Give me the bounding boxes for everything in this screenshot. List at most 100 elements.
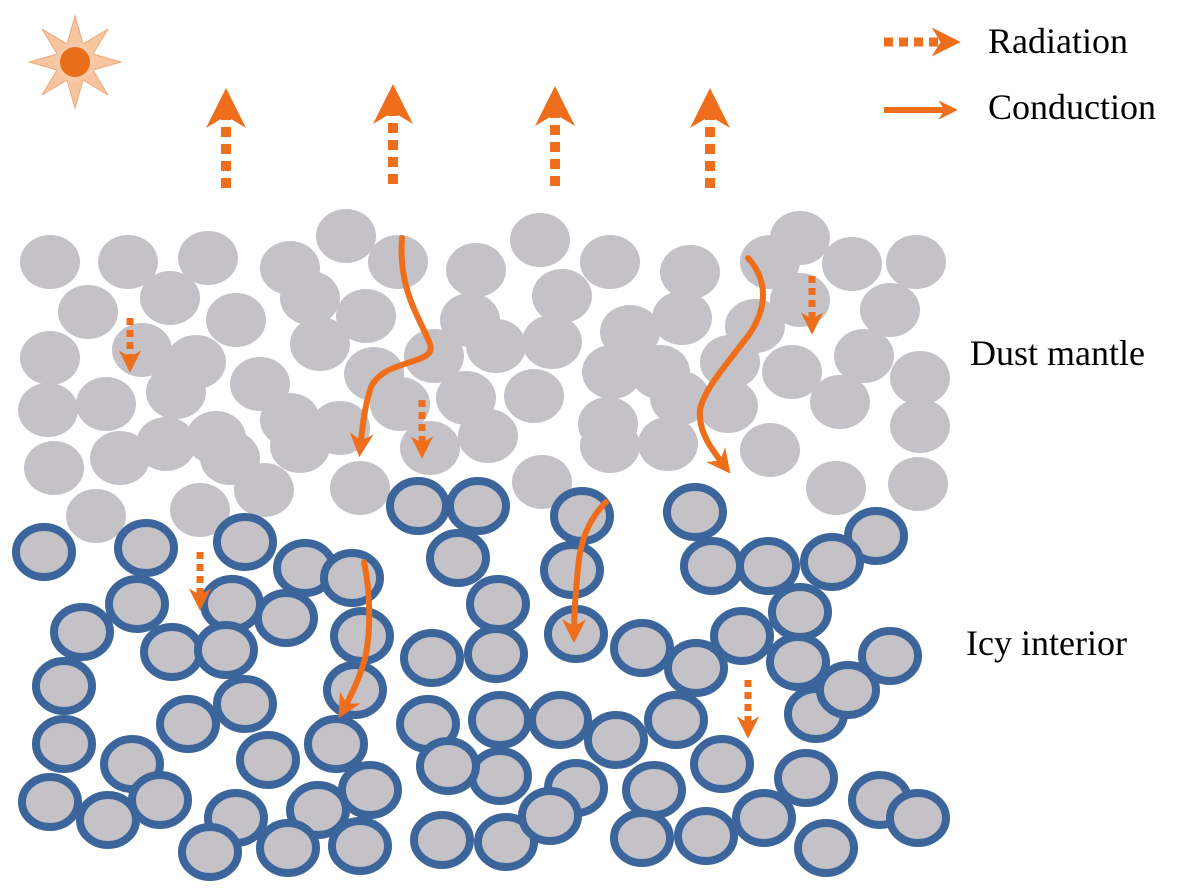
dust-grain: [762, 345, 822, 399]
ice-grain: [156, 695, 220, 753]
dust-mantle-label: Dust mantle: [970, 333, 1145, 373]
ice-grain: [410, 811, 474, 869]
ice-grain: [468, 691, 532, 749]
icy-interior-label: Icy interior: [966, 623, 1127, 663]
dust-grain: [582, 345, 642, 399]
dust-grain: [580, 419, 640, 473]
dust-grain: [234, 463, 294, 517]
dust-grain: [66, 489, 126, 543]
ice-grain: [858, 627, 922, 685]
ice-grain: [680, 537, 744, 595]
ice-grain: [12, 523, 76, 581]
ice-grain: [768, 583, 832, 641]
ice-grain: [794, 819, 858, 877]
dust-grain: [810, 375, 870, 429]
dust-grain: [522, 315, 582, 369]
dust-grain: [580, 235, 640, 289]
dust-grain: [18, 383, 78, 437]
dust-grain: [20, 331, 80, 385]
dust-grain: [532, 269, 592, 323]
dust-grain: [806, 461, 866, 515]
ice-grain: [446, 477, 510, 535]
dust-grain: [146, 365, 206, 419]
dust-grain: [890, 351, 950, 405]
dust-grain: [76, 377, 136, 431]
dust-grain: [860, 283, 920, 337]
ice-grain: [416, 737, 480, 795]
ice-grain: [610, 809, 674, 867]
dust-grain: [770, 211, 830, 265]
ice-grain: [674, 807, 738, 865]
ice-grain: [540, 541, 604, 599]
ice-grain: [256, 819, 320, 877]
legend-conduction-label: Conduction: [988, 87, 1156, 127]
ice-grain: [328, 817, 392, 875]
dust-grain: [316, 209, 376, 263]
dust-grain: [888, 457, 948, 511]
ice-grain: [236, 731, 300, 789]
dust-grain: [270, 419, 330, 473]
ice-grain: [32, 657, 96, 715]
dust-grain: [330, 461, 390, 515]
dust-grain: [140, 271, 200, 325]
dust-grain: [370, 377, 430, 431]
dust-grain: [458, 409, 518, 463]
dust-grain: [404, 329, 464, 383]
ice-grain: [468, 747, 532, 805]
dust-grain: [280, 271, 340, 325]
dust-grain: [650, 371, 710, 425]
ice-grain: [610, 619, 674, 677]
ice-grain: [736, 537, 800, 595]
ice-grain: [528, 691, 592, 749]
dust-grain: [890, 399, 950, 453]
ice-grain: [518, 787, 582, 845]
conduction-arrow: [338, 559, 373, 719]
dust-grain: [740, 423, 800, 477]
ice-grain: [584, 711, 648, 769]
ice-grain: [386, 477, 450, 535]
dust-grain: [834, 329, 894, 383]
ice-grain: [466, 575, 530, 633]
outgoing-radiation-arrows: [206, 84, 730, 188]
ice-grain: [664, 639, 728, 697]
dust-grain: [178, 231, 238, 285]
dust-grain: [98, 235, 158, 289]
ice-grain: [330, 607, 394, 665]
dust-grain: [886, 235, 946, 289]
ice-grain: [886, 789, 950, 847]
ice-grain: [304, 715, 368, 773]
dust-grain: [20, 235, 80, 289]
ice-grain: [690, 735, 754, 793]
ice-grain: [32, 715, 96, 773]
dust-grain: [446, 243, 506, 297]
dust-grain: [504, 369, 564, 423]
conduction-arrows: [338, 235, 766, 719]
ice-grain: [254, 589, 318, 647]
sun-icon: [27, 14, 123, 110]
conduction-arrow: [562, 499, 609, 644]
dust-grain: [400, 421, 460, 475]
ice-grain: [663, 483, 727, 541]
ice-grain: [474, 813, 538, 871]
ice-grain: [76, 791, 140, 849]
conduction-arrow: [696, 255, 766, 474]
dust-grain: [290, 317, 350, 371]
ice-grain: [426, 529, 490, 587]
ice-grain: [140, 623, 204, 681]
ice-grain: [105, 575, 169, 633]
ice-grain: [213, 513, 277, 571]
ice-grain: [644, 691, 708, 749]
dust-grain: [466, 319, 526, 373]
dust-grain: [336, 289, 396, 343]
ice-grain: [178, 823, 242, 881]
dust-mantle-layer: [18, 209, 950, 543]
dust-grain: [822, 237, 882, 291]
ice-grain: [128, 771, 192, 829]
ice-grain: [622, 761, 686, 819]
ice-grain: [194, 621, 258, 679]
dust-grain: [770, 273, 830, 327]
ice-grain: [213, 675, 277, 733]
dust-grain: [206, 293, 266, 347]
dust-grain: [170, 483, 230, 537]
